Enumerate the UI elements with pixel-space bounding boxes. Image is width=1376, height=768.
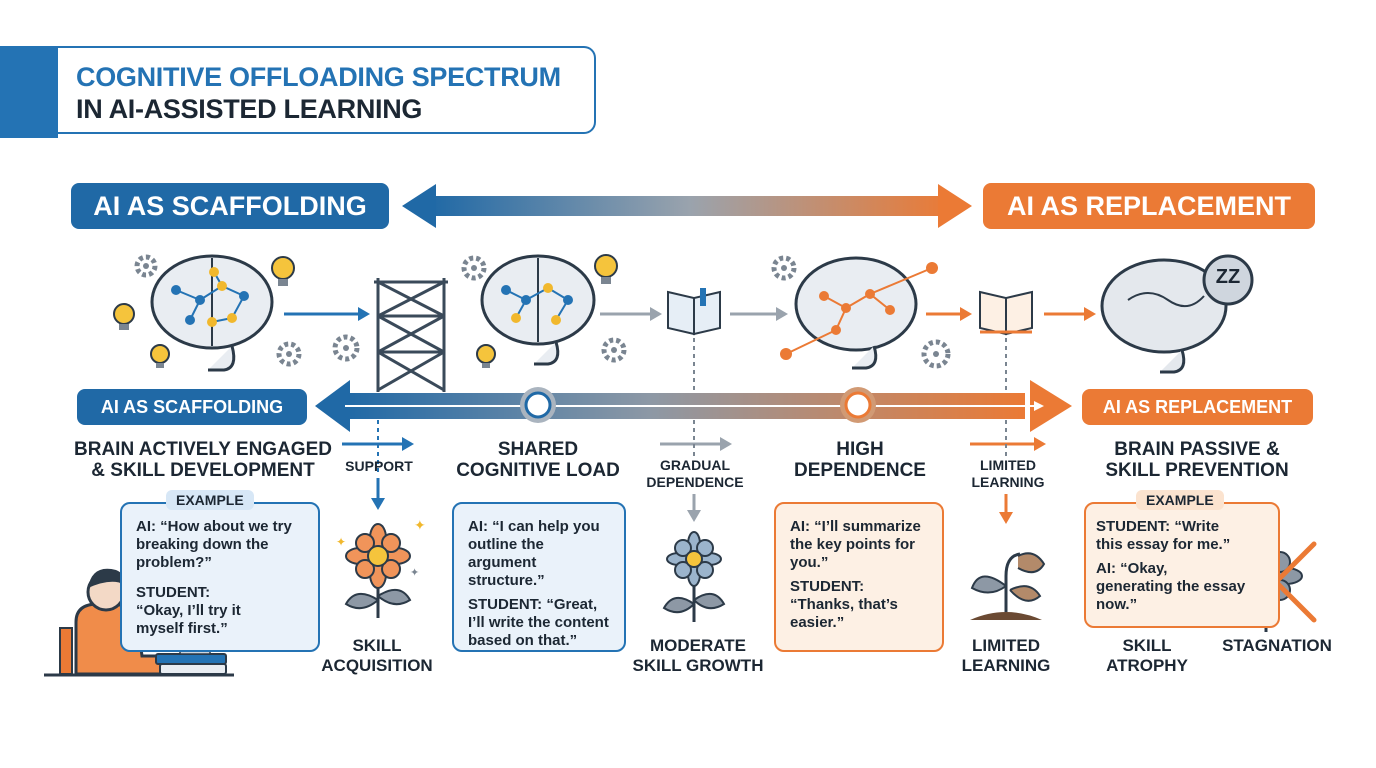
stage-4-line-2: SKILL PREVENTION bbox=[1105, 460, 1289, 481]
svg-text:✦: ✦ bbox=[336, 535, 346, 549]
title-accent-bar bbox=[0, 46, 58, 138]
stage-2-line-2: COGNITIVE LOAD bbox=[456, 460, 620, 481]
arrow-down bbox=[687, 494, 701, 522]
arrow-right bbox=[660, 437, 732, 451]
flower-icon bbox=[662, 531, 726, 622]
sleep-bubble-icon bbox=[1202, 254, 1254, 306]
transition-3-line-1: LIMITED bbox=[980, 457, 1036, 473]
arrow-right bbox=[1044, 307, 1096, 321]
outcome-1-label: SKILL ACQUISITION bbox=[314, 636, 440, 676]
card-1-ai-text: AI: “How about we try breaking down the … bbox=[136, 518, 292, 571]
lightbulb-icon bbox=[150, 344, 170, 368]
outcome-3-line-2: LEARNING bbox=[961, 656, 1051, 675]
card-3-student-text: STUDENT: “Thanks, that’s easier.” bbox=[790, 578, 898, 631]
outcome-4-line-2: ATROPHY bbox=[1106, 656, 1188, 675]
gear-icon bbox=[134, 254, 158, 278]
card-1-student-text: STUDENT: “Okay, I’ll try it myself first… bbox=[136, 584, 241, 637]
card-4-example-tag: EXAMPLE bbox=[1136, 490, 1224, 510]
stage-1-label: BRAIN ACTIVELY ENGAGED & SKILL DEVELOPME… bbox=[72, 439, 334, 481]
card-4-student-text: STUDENT: “Write this essay for me.” bbox=[1096, 518, 1231, 553]
page-title-line-1: COGNITIVE OFFLOADING SPECTRUM bbox=[76, 62, 561, 92]
example-card-1: AI: “How about we try breaking down the … bbox=[120, 502, 320, 652]
svg-text:✦: ✦ bbox=[410, 566, 419, 579]
spectrum-marker-1 bbox=[520, 387, 556, 423]
stage-4-line-1: BRAIN PASSIVE & bbox=[1114, 439, 1280, 460]
stage-4-label: BRAIN PASSIVE & SKILL PREVENTION bbox=[1088, 439, 1306, 481]
outcome-1-line-1: SKILL bbox=[352, 636, 402, 655]
page-title-line-2: IN AI-ASSISTED LEARNING bbox=[76, 94, 423, 124]
gear-icon bbox=[276, 341, 302, 367]
brain-icon bbox=[150, 254, 274, 372]
scaffold-icon bbox=[374, 278, 448, 392]
arrow-right bbox=[730, 307, 788, 321]
brain-icon bbox=[480, 254, 596, 366]
stage-1-line-2: & SKILL DEVELOPMENT bbox=[91, 460, 315, 481]
stage-3-line-1: HIGH bbox=[836, 439, 884, 460]
outcome-3-line-1: LIMITED bbox=[972, 636, 1040, 655]
outcome-2-line-2: SKILL GROWTH bbox=[632, 656, 764, 675]
book-icon bbox=[667, 288, 721, 336]
top-spectrum-arrow bbox=[402, 184, 972, 228]
gear-icon bbox=[771, 255, 797, 281]
arrow-right bbox=[970, 437, 1046, 451]
stage-3-line-2: DEPENDENCE bbox=[794, 460, 926, 481]
stage-2-line-1: SHARED bbox=[497, 439, 579, 460]
gear-icon bbox=[332, 334, 360, 362]
lightbulb-icon bbox=[594, 254, 618, 284]
flower-icon: ✦ ✦ ✦ bbox=[336, 518, 426, 618]
title-box bbox=[58, 46, 596, 134]
transition-1-label: SUPPORT bbox=[345, 458, 413, 474]
card-4-ai-text: AI: “Okay, generating the essay now.” bbox=[1096, 560, 1246, 613]
top-axis-right-pill: AI AS REPLACEMENT bbox=[983, 183, 1315, 229]
book-icon bbox=[979, 290, 1033, 336]
stage-1-line-1: BRAIN ACTIVELY ENGAGED bbox=[74, 439, 332, 460]
transition-3-label: LIMITED LEARNING bbox=[966, 457, 1050, 491]
transition-2-label: GRADUAL DEPENDENCE bbox=[640, 457, 750, 491]
transition-3-line-2: LEARNING bbox=[971, 474, 1045, 490]
brain-icon bbox=[780, 256, 938, 370]
card-2-student-text: STUDENT: “Great, I’ll write the content … bbox=[468, 596, 609, 649]
stage-3-label: HIGH DEPENDENCE bbox=[790, 439, 930, 481]
example-card-4: STUDENT: “Write this essay for me.” AI: … bbox=[1084, 502, 1280, 628]
arrow-right bbox=[284, 307, 370, 321]
outcome-2-line-1: MODERATE bbox=[649, 636, 746, 655]
card-1-example-tag: EXAMPLE bbox=[166, 490, 254, 510]
gear-icon bbox=[461, 255, 487, 281]
spectrum-marker-2 bbox=[840, 387, 876, 423]
sleep-zz-text: ZZ bbox=[1215, 266, 1241, 288]
card-2-ai-text: AI: “I can help you outline the argument… bbox=[468, 518, 600, 589]
mid-axis-right-pill: AI AS REPLACEMENT bbox=[1082, 389, 1313, 425]
outcome-1-line-2: ACQUISITION bbox=[321, 656, 433, 675]
arrow-right bbox=[600, 307, 662, 321]
outcome-4-label: SKILL ATROPHY bbox=[1092, 636, 1202, 676]
example-card-3: AI: “I’ll summarize the key points for y… bbox=[774, 502, 944, 652]
stage-2-label: SHARED COGNITIVE LOAD bbox=[450, 439, 626, 481]
transition-2-line-1: GRADUAL bbox=[660, 457, 730, 473]
outcome-4-line-1: SKILL bbox=[1122, 636, 1172, 655]
arrow-down bbox=[999, 494, 1013, 524]
middle-spectrum-arrow bbox=[315, 380, 1072, 432]
arrow-right bbox=[926, 307, 972, 321]
lightbulb-icon bbox=[476, 344, 496, 368]
outcome-2-label: MODERATE SKILL GROWTH bbox=[628, 636, 768, 676]
svg-text:✦: ✦ bbox=[414, 518, 426, 534]
mid-axis-left-pill: AI AS SCAFFOLDING bbox=[77, 389, 307, 425]
gear-icon bbox=[921, 339, 951, 369]
example-card-2: AI: “I can help you outline the argument… bbox=[452, 502, 626, 652]
brain-icon bbox=[1100, 258, 1228, 374]
outcome-3-label: LIMITED LEARNING bbox=[950, 636, 1062, 676]
arrow-down bbox=[371, 478, 385, 510]
sprout-icon bbox=[970, 552, 1046, 620]
arrow-right bbox=[342, 437, 414, 451]
outcome-5-label: STAGNATION bbox=[1222, 636, 1332, 655]
lightbulb-icon bbox=[271, 256, 295, 286]
gear-icon bbox=[601, 337, 627, 363]
top-axis-left-pill: AI AS SCAFFOLDING bbox=[71, 183, 389, 229]
lightbulb-icon bbox=[113, 303, 135, 330]
transition-2-line-2: DEPENDENCE bbox=[646, 474, 744, 490]
card-3-ai-text: AI: “I’ll summarize the key points for y… bbox=[790, 518, 921, 571]
